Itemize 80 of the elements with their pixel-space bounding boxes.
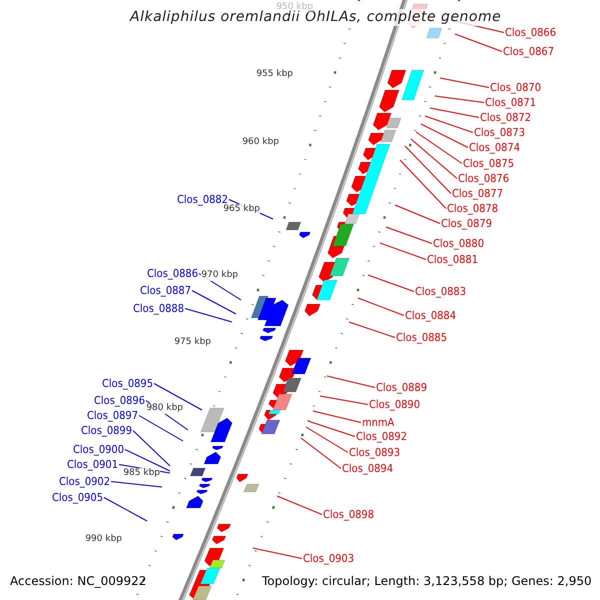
gene-label: Clos_0899 (81, 424, 132, 437)
gene-label: Clos_0867 (503, 45, 554, 58)
leader-line (312, 410, 362, 423)
leader-line (192, 290, 236, 314)
leader-line (184, 308, 232, 322)
leader-line (104, 497, 148, 522)
gene-label: Clos_0894 (342, 462, 393, 475)
gene-label: Clos_0905 (52, 491, 103, 504)
leader-line (348, 322, 396, 338)
gene-label: Clos_0870 (490, 81, 541, 94)
gene-label: Clos_0874 (469, 141, 520, 154)
leader-line (424, 116, 474, 133)
scale-tick-label: 970 kbp (201, 270, 238, 281)
leader-line (454, 34, 502, 52)
leader-line (434, 96, 484, 103)
leader-line (138, 415, 184, 442)
gene-label: Clos_0884 (405, 309, 456, 322)
diagram-title: Alkaliphilus oremlandii OhILAs, complete genome (130, 9, 502, 26)
gene-label: Clos_0900 (73, 443, 124, 456)
gene-label: Clos_0901 (67, 458, 118, 471)
scale-tick-label: 955 kbp (256, 69, 293, 80)
leader-line (154, 383, 202, 410)
gene-label: Clos_0896 (94, 394, 145, 407)
leader-line (430, 108, 480, 118)
gene-label: Clos_0873 (474, 126, 525, 139)
leader-line (252, 548, 302, 559)
leader-line (326, 376, 376, 388)
leader-line (110, 481, 162, 488)
gene-label: Clos_0895 (102, 377, 153, 390)
leader-line (124, 449, 170, 472)
gene-label: Clos_0889 (376, 381, 427, 394)
gene-label: Clos_0872 (480, 111, 531, 124)
gene-label: Clos_0887 (140, 284, 191, 297)
gene-label: Clos_0875 (463, 157, 514, 170)
gene-label: Clos_0886 (147, 267, 198, 280)
gene-label: Clos_0890 (369, 398, 420, 411)
leader-line (416, 132, 462, 164)
leader-line (358, 298, 404, 316)
gene-label: Clos_0893 (349, 446, 400, 459)
gene-label: Clos_0883 (415, 285, 466, 298)
gene-label: mnmA (362, 416, 394, 429)
scale-tick-label: 985 kbp (123, 468, 160, 479)
gene-label: Clos_0879 (441, 217, 492, 230)
gene-label: Clos_0888 (133, 302, 184, 315)
leader-line (300, 438, 342, 469)
leader-line (380, 242, 426, 260)
gene-label: Clos_0871 (485, 96, 536, 109)
scale-tick-label: 960 kbp (242, 137, 279, 148)
gene-label: Clos_0876 (458, 172, 509, 185)
gene-label: Clos_0903 (303, 552, 354, 565)
leader-line (276, 496, 322, 515)
leader-line (306, 426, 348, 453)
gene-label: Clos_0880 (433, 237, 484, 250)
leader-line (132, 430, 170, 466)
gene-label: Clos_0882 (177, 193, 228, 206)
leader-line (404, 146, 452, 194)
leader-line (420, 124, 468, 148)
gene-label: Clos_0878 (447, 202, 498, 215)
gene-label: Clos_0892 (356, 430, 407, 443)
leader-line (386, 226, 432, 244)
leader-line (308, 420, 356, 437)
leader-line (440, 78, 490, 88)
leader-line (394, 204, 440, 224)
leader-line (320, 396, 368, 405)
leader-line (400, 160, 446, 209)
footer-text: Accession: NC_009922 (10, 574, 146, 589)
gene-label: Clos_0881 (427, 253, 478, 266)
gene-label: Clos_0877 (452, 187, 503, 200)
scale-tick-label: 980 kbp (146, 403, 183, 414)
gene-label: Clos_0897 (87, 409, 138, 422)
scale-tick-label: 990 kbp (85, 534, 122, 545)
footer-text: Topology: circular; Length: 3,123,558 bp; Genes: 2,950 (262, 574, 592, 589)
gene-label: Clos_0866 (505, 26, 556, 39)
gene-label: Clos_0902 (59, 475, 110, 488)
gene-label: Clos_0885 (396, 331, 447, 344)
gene-label: Clos_0898 (323, 508, 374, 521)
scale-tick-label: 975 kbp (174, 337, 211, 348)
scale-tick-label: 965 kbp (223, 204, 260, 215)
leader-line (368, 274, 414, 292)
leader-line (410, 138, 458, 179)
